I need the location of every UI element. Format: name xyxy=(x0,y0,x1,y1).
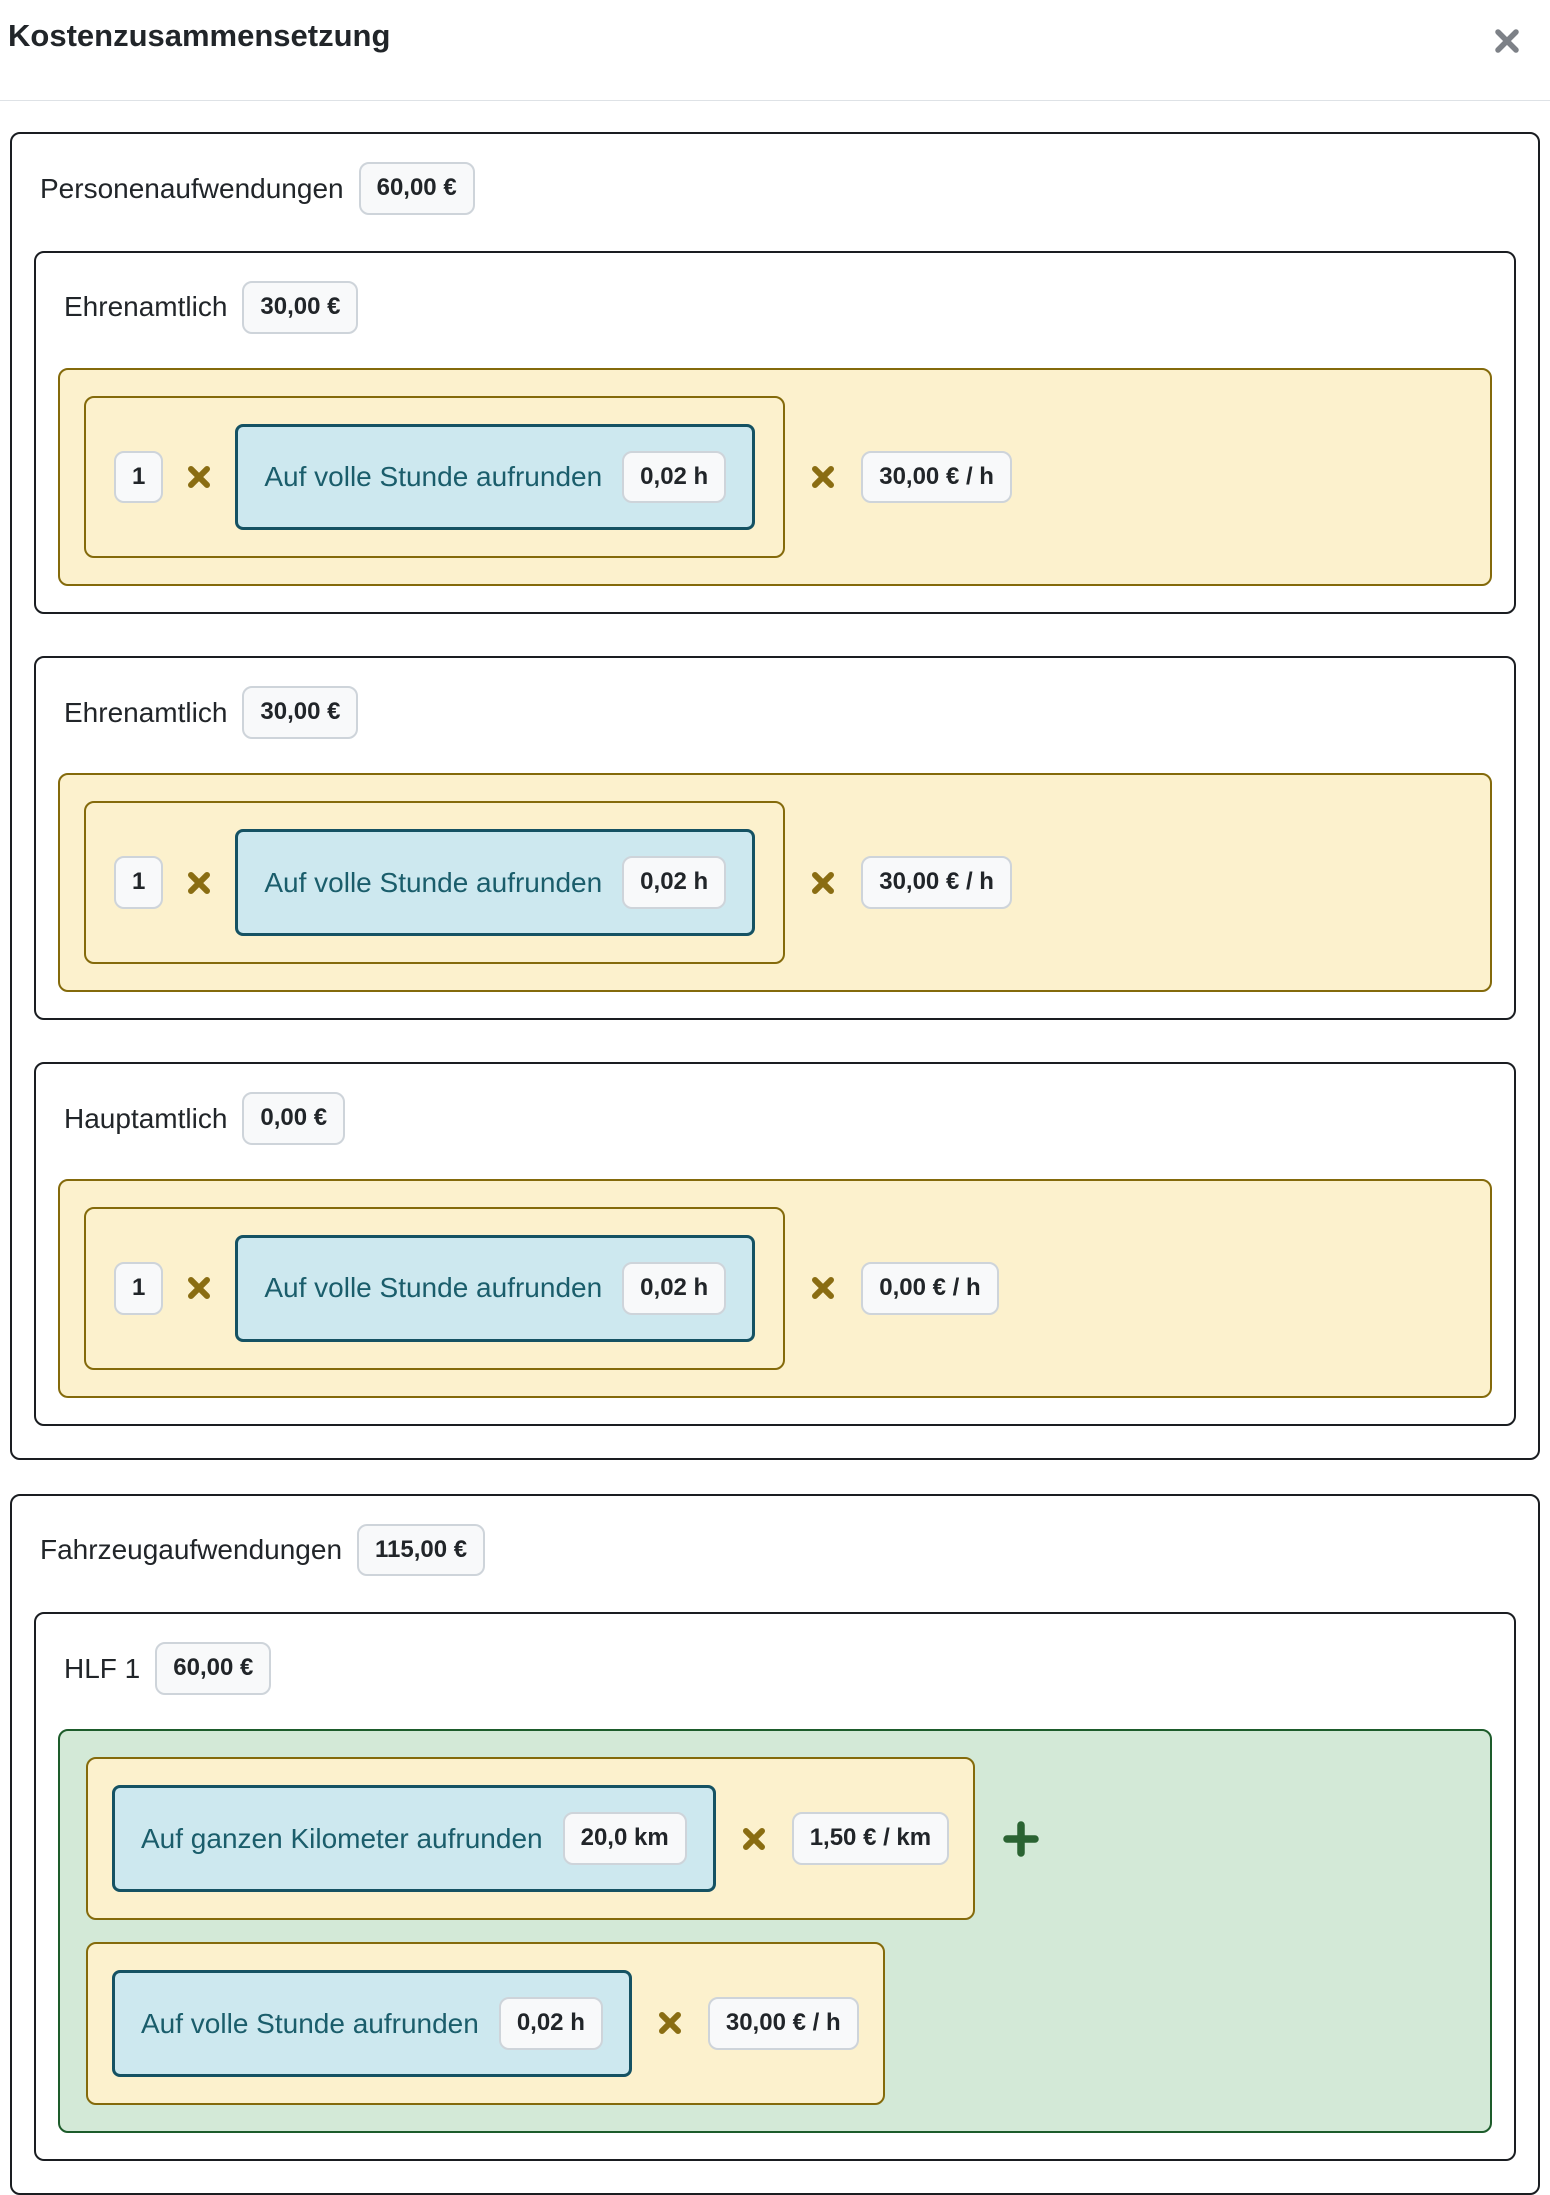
modal-body: Personenaufwendungen 60,00 € Ehrenamtlic… xyxy=(0,101,1550,2195)
rounding-value-badge: 20,0 km xyxy=(562,1812,687,1865)
rounding-box: Auf volle Stunde aufrunden 0,02 h xyxy=(235,829,756,936)
calc-nested: 1 Auf volle Stunde aufrunden 0,02 h xyxy=(84,801,786,964)
vehicle-cost-box: Auf ganzen Kilometer aufrunden 20,0 km 1… xyxy=(58,1729,1492,2133)
group-total-badge: 60,00 € xyxy=(155,1642,272,1696)
multiply-icon xyxy=(188,1277,211,1300)
group-ehrenamtlich-2: Ehrenamtlich 30,00 € 1 Auf volle Stunde … xyxy=(34,656,1516,1020)
rounding-box: Auf volle Stunde aufrunden 0,02 h xyxy=(235,423,756,531)
group-header: HLF 1 60,00 € xyxy=(64,1642,1492,1696)
group-hlf-1: HLF 1 60,00 € Auf ganzen Kilometer aufru… xyxy=(34,1612,1516,2161)
rate-badge: 1,50 € / km xyxy=(791,1812,950,1865)
group-ehrenamtlich-1: Ehrenamtlich 30,00 € 1 Auf volle Stunde … xyxy=(34,250,1516,615)
rounding-label: Auf volle Stunde aufrunden xyxy=(141,2007,479,2039)
vehicle-row-km: Auf ganzen Kilometer aufrunden 20,0 km 1… xyxy=(86,1757,1464,1920)
modal-title: Kostenzusammensetzung xyxy=(8,18,391,53)
rate-badge: 30,00 € / h xyxy=(707,1996,859,2050)
count-badge: 1 xyxy=(114,856,164,909)
count-badge: 1 xyxy=(114,1261,164,1315)
multiply-icon xyxy=(812,1277,835,1300)
group-header: Ehrenamtlich 30,00 € xyxy=(64,686,1492,740)
multiply-icon xyxy=(658,2012,681,2035)
calc-strip: Auf volle Stunde aufrunden 0,02 h 30,00 … xyxy=(86,1941,885,2105)
group-label: Ehrenamtlich xyxy=(64,696,228,728)
calc-strip: 1 Auf volle Stunde aufrunden 0,02 h 0,00… xyxy=(58,1178,1492,1398)
rounding-value-badge: 0,02 h xyxy=(498,1996,603,2050)
section-fahrzeugaufwendungen: Fahrzeugaufwendungen 115,00 € HLF 1 60,0… xyxy=(10,1493,1540,2195)
count-badge: 1 xyxy=(114,450,164,504)
rounding-value-badge: 0,02 h xyxy=(622,1261,727,1315)
rate-badge: 30,00 € / h xyxy=(861,856,1012,909)
section-header: Personenaufwendungen 60,00 € xyxy=(40,162,1516,215)
calc-strip: 1 Auf volle Stunde aufrunden 0,02 h 30,0… xyxy=(58,773,1492,992)
rounding-box: Auf volle Stunde aufrunden 0,02 h xyxy=(235,1234,756,1342)
group-total-badge: 30,00 € xyxy=(242,686,359,740)
group-label: HLF 1 xyxy=(64,1652,141,1684)
section-personenaufwendungen: Personenaufwendungen 60,00 € Ehrenamtlic… xyxy=(10,132,1540,1460)
calc-strip: Auf ganzen Kilometer aufrunden 20,0 km 1… xyxy=(86,1757,976,1920)
rounding-label: Auf volle Stunde aufrunden xyxy=(264,866,603,898)
rounding-label: Auf volle Stunde aufrunden xyxy=(264,461,603,493)
group-label: Ehrenamtlich xyxy=(64,291,228,323)
rounding-value-badge: 0,02 h xyxy=(622,450,727,504)
rounding-label: Auf volle Stunde aufrunden xyxy=(264,1272,603,1304)
multiply-icon xyxy=(742,1827,765,1850)
group-label: Hauptamtlich xyxy=(64,1102,228,1134)
multiply-icon xyxy=(188,871,211,894)
rounding-box: Auf volle Stunde aufrunden 0,02 h xyxy=(112,1969,632,2077)
calc-nested: 1 Auf volle Stunde aufrunden 0,02 h xyxy=(84,1206,786,1370)
rate-badge: 0,00 € / h xyxy=(861,1261,999,1315)
group-header: Ehrenamtlich 30,00 € xyxy=(64,280,1492,334)
group-hauptamtlich: Hauptamtlich 0,00 € 1 Auf volle Stunde a… xyxy=(34,1061,1516,1426)
vehicle-row-hours: Auf volle Stunde aufrunden 0,02 h 30,00 … xyxy=(86,1941,1464,2105)
rounding-label: Auf ganzen Kilometer aufrunden xyxy=(141,1822,543,1854)
multiply-icon xyxy=(188,465,211,488)
calc-nested: 1 Auf volle Stunde aufrunden 0,02 h xyxy=(84,395,786,559)
group-header: Hauptamtlich 0,00 € xyxy=(64,1091,1492,1145)
rounding-box: Auf ganzen Kilometer aufrunden 20,0 km xyxy=(112,1785,716,1892)
group-total-badge: 0,00 € xyxy=(242,1091,346,1145)
rounding-value-badge: 0,02 h xyxy=(622,856,727,909)
section-label: Personenaufwendungen xyxy=(40,172,344,204)
rate-badge: 30,00 € / h xyxy=(861,450,1012,504)
modal-header: Kostenzusammensetzung xyxy=(0,0,1550,101)
close-icon xyxy=(1495,29,1519,53)
close-button[interactable] xyxy=(1482,16,1532,66)
multiply-icon xyxy=(812,871,835,894)
calc-strip: 1 Auf volle Stunde aufrunden 0,02 h 30,0… xyxy=(58,367,1492,587)
section-total-badge: 115,00 € xyxy=(357,1523,486,1577)
multiply-icon xyxy=(812,465,835,488)
section-header: Fahrzeugaufwendungen 115,00 € xyxy=(40,1523,1516,1577)
section-label: Fahrzeugaufwendungen xyxy=(40,1534,343,1566)
group-total-badge: 30,00 € xyxy=(242,280,359,334)
plus-icon xyxy=(1003,1820,1039,1857)
section-total-badge: 60,00 € xyxy=(358,162,475,215)
